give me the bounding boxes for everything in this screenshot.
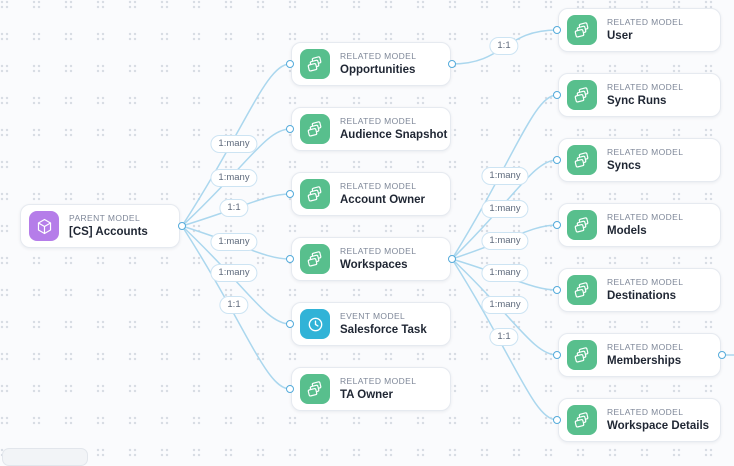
edge-label-accounts-opportunities: 1:many bbox=[210, 135, 258, 153]
node-type-label: RELATED MODEL bbox=[607, 342, 684, 352]
relationship-edge bbox=[181, 225, 291, 325]
node-type-label: RELATED MODEL bbox=[340, 246, 417, 256]
connector-handle[interactable] bbox=[553, 221, 561, 229]
node-account-owner[interactable]: RELATED MODEL Account Owner bbox=[291, 172, 451, 216]
node-type-label: RELATED MODEL bbox=[607, 277, 684, 287]
node-destinations[interactable]: RELATED MODEL Destinations bbox=[558, 268, 721, 312]
node-name: User bbox=[607, 30, 633, 42]
node-opportunities[interactable]: RELATED MODEL Opportunities bbox=[291, 42, 451, 86]
node-name: Workspace Details bbox=[607, 420, 710, 432]
edge-label-accounts-account-owner: 1:1 bbox=[219, 199, 249, 217]
edge-label-accounts-salesforce-task: 1:many bbox=[210, 264, 258, 282]
edge-label-accounts-ta-owner: 1:1 bbox=[219, 296, 249, 314]
node-name: Models bbox=[607, 225, 647, 237]
connector-handle[interactable] bbox=[286, 255, 294, 263]
cube-icon bbox=[29, 211, 59, 241]
node-type-label: EVENT MODEL bbox=[340, 311, 406, 321]
connector-handle[interactable] bbox=[553, 156, 561, 164]
node-cs-accounts[interactable]: PARENT MODEL [CS] Accounts bbox=[20, 204, 180, 248]
node-name: Workspaces bbox=[340, 259, 408, 271]
node-name: Memberships bbox=[607, 355, 682, 367]
connector-handle[interactable] bbox=[553, 91, 561, 99]
connector-handle[interactable] bbox=[286, 125, 294, 133]
relationship-edge bbox=[451, 159, 558, 260]
node-type-label: RELATED MODEL bbox=[607, 82, 684, 92]
layers-icon bbox=[300, 179, 330, 209]
node-name: TA Owner bbox=[340, 389, 394, 401]
node-user[interactable]: RELATED MODEL User bbox=[558, 8, 721, 52]
connector-handle[interactable] bbox=[553, 286, 561, 294]
edge-label-workspaces-destinations: 1:many bbox=[481, 264, 529, 282]
relationship-edge bbox=[181, 193, 291, 227]
layers-icon bbox=[300, 114, 330, 144]
node-workspaces[interactable]: RELATED MODEL Workspaces bbox=[291, 237, 451, 281]
node-type-label: RELATED MODEL bbox=[340, 181, 417, 191]
relationship-edge bbox=[181, 225, 291, 390]
edge-label-accounts-audience-snapshot: 1:many bbox=[210, 169, 258, 187]
connector-handle[interactable] bbox=[448, 255, 456, 263]
node-name: Syncs bbox=[607, 160, 641, 172]
layers-icon bbox=[567, 145, 597, 175]
connector-handle[interactable] bbox=[286, 60, 294, 68]
layers-icon bbox=[300, 244, 330, 274]
layers-icon bbox=[300, 49, 330, 79]
layers-icon bbox=[300, 374, 330, 404]
connector-handle[interactable] bbox=[553, 26, 561, 34]
node-memberships[interactable]: RELATED MODEL Memberships bbox=[558, 333, 721, 377]
layers-icon bbox=[567, 275, 597, 305]
node-sync-runs[interactable]: RELATED MODEL Sync Runs bbox=[558, 73, 721, 117]
node-name: Audience Snapshot bbox=[340, 129, 448, 141]
node-name: [CS] Accounts bbox=[69, 226, 148, 238]
canvas-controls-panel[interactable] bbox=[2, 448, 88, 466]
node-ta-owner[interactable]: RELATED MODEL TA Owner bbox=[291, 367, 451, 411]
relationship-edge bbox=[181, 128, 291, 227]
edge-label-workspaces-memberships: 1:many bbox=[481, 296, 529, 314]
clock-icon bbox=[300, 309, 330, 339]
node-type-label: RELATED MODEL bbox=[340, 376, 417, 386]
node-type-label: RELATED MODEL bbox=[340, 51, 417, 61]
connector-handle[interactable] bbox=[178, 222, 186, 230]
connector-handle[interactable] bbox=[286, 190, 294, 198]
layers-icon bbox=[567, 80, 597, 110]
relationship-edge bbox=[451, 258, 558, 421]
node-type-label: PARENT MODEL bbox=[69, 213, 141, 223]
edge-label-workspaces-models: 1:many bbox=[481, 232, 529, 250]
node-salesforce-task[interactable]: EVENT MODEL Salesforce Task bbox=[291, 302, 451, 346]
connector-handle[interactable] bbox=[448, 60, 456, 68]
node-audience-snapshot[interactable]: RELATED MODEL Audience Snapshot bbox=[291, 107, 451, 151]
node-type-label: RELATED MODEL bbox=[607, 147, 684, 157]
layers-icon bbox=[567, 15, 597, 45]
connector-handle[interactable] bbox=[553, 416, 561, 424]
node-workspace-details[interactable]: RELATED MODEL Workspace Details bbox=[558, 398, 721, 442]
node-type-label: RELATED MODEL bbox=[607, 407, 684, 417]
relationship-edge bbox=[181, 63, 291, 227]
edge-label-accounts-workspaces: 1:many bbox=[210, 233, 258, 251]
connector-handle[interactable] bbox=[553, 351, 561, 359]
node-syncs[interactable]: RELATED MODEL Syncs bbox=[558, 138, 721, 182]
node-type-label: RELATED MODEL bbox=[607, 212, 684, 222]
relationship-edge bbox=[451, 258, 558, 356]
connector-handle[interactable] bbox=[718, 351, 726, 359]
layers-icon bbox=[567, 405, 597, 435]
node-name: Sync Runs bbox=[607, 95, 667, 107]
edge-label-opportunities-user: 1:1 bbox=[489, 37, 519, 55]
relationship-edge bbox=[451, 94, 558, 260]
connector-handle[interactable] bbox=[286, 320, 294, 328]
node-name: Destinations bbox=[607, 290, 677, 302]
layers-icon bbox=[567, 210, 597, 240]
edge-label-workspaces-workspace-details: 1:1 bbox=[489, 328, 519, 346]
connector-handle[interactable] bbox=[286, 385, 294, 393]
edge-label-workspaces-syncs: 1:many bbox=[481, 200, 529, 218]
node-name: Account Owner bbox=[340, 194, 425, 206]
node-type-label: RELATED MODEL bbox=[607, 17, 684, 27]
node-models[interactable]: RELATED MODEL Models bbox=[558, 203, 721, 247]
node-type-label: RELATED MODEL bbox=[340, 116, 417, 126]
edge-label-workspaces-sync-runs: 1:many bbox=[481, 167, 529, 185]
node-name: Opportunities bbox=[340, 64, 416, 76]
node-name: Salesforce Task bbox=[340, 324, 427, 336]
layers-icon bbox=[567, 340, 597, 370]
